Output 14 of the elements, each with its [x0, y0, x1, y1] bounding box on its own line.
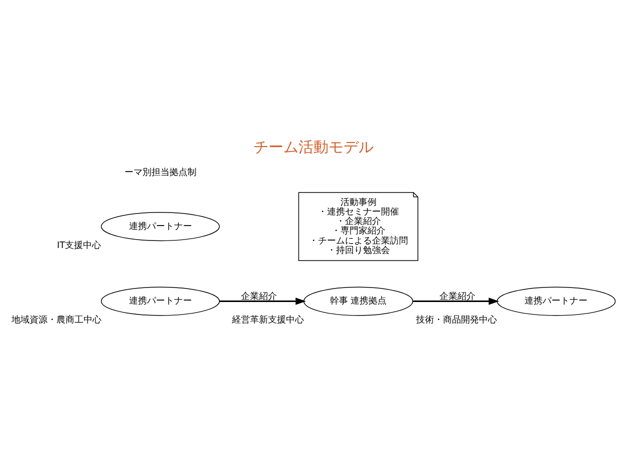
node-label: IT支援中心: [56, 240, 102, 251]
node-label: 技術・商品開発中心: [416, 316, 498, 326]
node-ellipse: 連携パートナー: [100, 212, 220, 242]
node-label: 地域資源・農商工中心: [11, 316, 102, 326]
node-ellipse: 連携パートナー: [496, 286, 616, 316]
node-label: 経営革新支援中心: [232, 316, 304, 326]
arrow: [220, 298, 306, 305]
label: ーマ別担当拠点制: [124, 168, 196, 178]
node-ellipse: 幹事 連携拠点: [303, 286, 414, 316]
arrow: [412, 298, 500, 305]
edge-label: 企業紹介: [241, 292, 278, 302]
edge-label: 企業紹介: [439, 292, 476, 302]
node-ellipse: 連携パートナー: [100, 286, 220, 316]
diagram-title: チーム活動モデル: [254, 138, 374, 156]
